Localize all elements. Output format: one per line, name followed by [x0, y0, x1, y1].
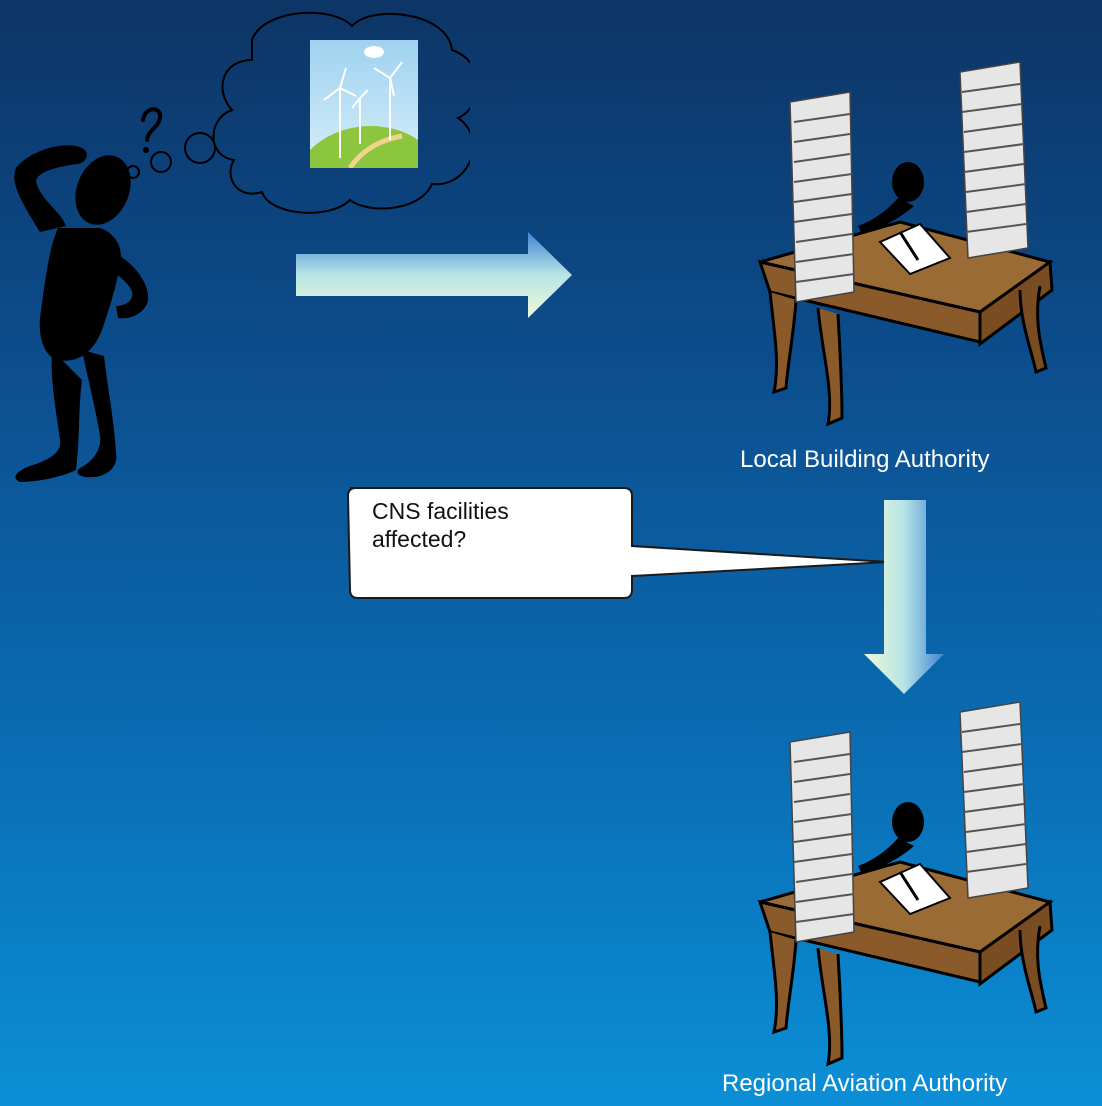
thinking-person-icon	[14, 11, 470, 482]
regional-aviation-authority-label: Regional Aviation Authority	[722, 1070, 1008, 1097]
speech-callout	[346, 487, 889, 599]
desk-clerk-icon	[757, 62, 1054, 427]
thought-cloud	[212, 11, 470, 214]
callout-line-1: CNS facilities	[372, 498, 509, 524]
local-building-authority-label: Local Building Authority	[740, 446, 990, 473]
desk-clerk-icon	[757, 702, 1054, 1067]
callout-text: CNS facilities affected?	[372, 498, 622, 553]
arrow-down	[864, 500, 944, 694]
callout-line-2: affected?	[372, 525, 467, 552]
arrow-right	[296, 232, 572, 318]
wind-turbines-icon	[310, 40, 418, 168]
